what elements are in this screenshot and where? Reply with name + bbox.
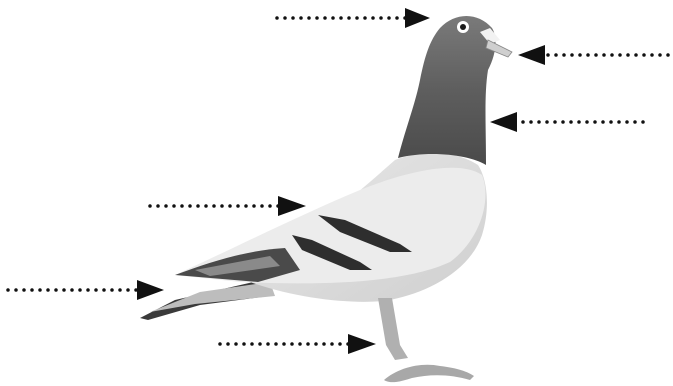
pointer-leg xyxy=(220,334,376,354)
arrowhead xyxy=(137,280,164,300)
tail-light xyxy=(150,282,275,312)
leg xyxy=(378,298,408,360)
arrowhead xyxy=(348,334,376,354)
arrowhead xyxy=(490,112,517,132)
arrowhead xyxy=(405,8,430,28)
arrowhead xyxy=(278,196,306,216)
pointer-wing xyxy=(150,196,306,216)
neck xyxy=(398,16,495,165)
pointer-tail xyxy=(8,280,164,300)
pointer-head xyxy=(277,8,430,28)
pupil xyxy=(460,24,466,30)
foot xyxy=(384,365,474,382)
pointer-beak xyxy=(518,45,671,65)
pigeon-icon xyxy=(140,16,512,382)
arrowhead xyxy=(518,45,545,65)
pointer-neck xyxy=(490,112,648,132)
